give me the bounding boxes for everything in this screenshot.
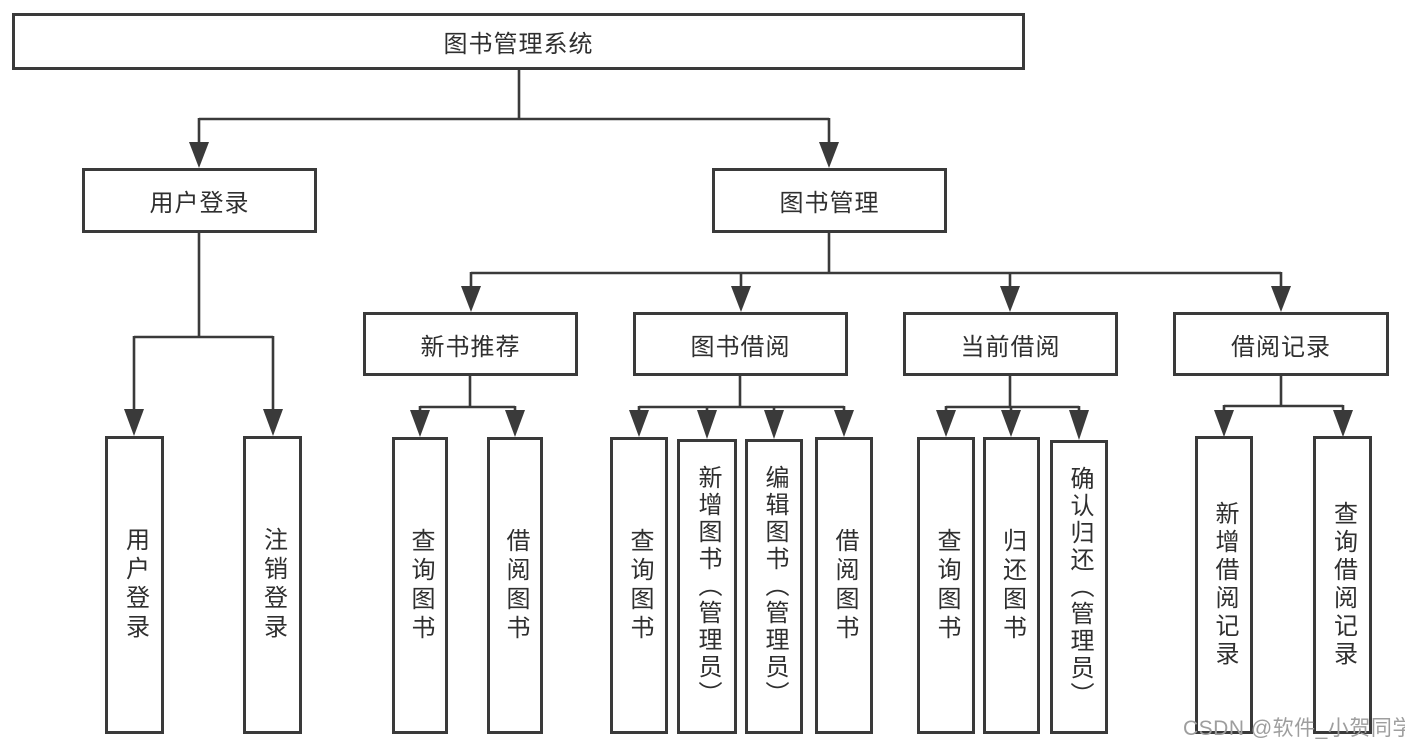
node-label: 确认归还（管理员）: [1066, 465, 1093, 709]
node-label: 借阅记录: [1231, 333, 1331, 361]
leaf-query-borrow-record: 查询借阅记录: [1313, 436, 1372, 734]
leaf-add-books-admin: 新增图书（管理员）: [677, 439, 737, 734]
leaf-query-books-borrow: 查询图书: [610, 437, 668, 734]
node-label: 查询借阅记录: [1329, 501, 1357, 669]
leaf-confirm-return-admin: 确认归还（管理员）: [1050, 440, 1108, 734]
node-label: 查询图书: [626, 527, 653, 644]
node-label: 查询图书: [933, 527, 960, 644]
node-label: 当前借阅: [960, 333, 1061, 361]
node-label: 新增图书（管理员）: [694, 465, 721, 708]
node-label: 新书推荐: [420, 333, 521, 361]
leaf-query-books-current: 查询图书: [917, 437, 975, 734]
node-new-book-recommendation: 新书推荐: [363, 312, 578, 376]
leaf-query-books-recommend: 查询图书: [392, 437, 448, 734]
node-label: 编辑图书（管理员）: [761, 465, 788, 708]
node-label: 注销登录: [259, 527, 287, 643]
node-label: 用户登录: [121, 527, 149, 643]
node-label: 查询图书: [407, 527, 434, 644]
node-label: 借阅图书: [502, 527, 529, 644]
leaf-logout: 注销登录: [243, 436, 302, 734]
node-label: 归还图书: [998, 527, 1026, 644]
leaf-borrow-books: 借阅图书: [815, 437, 873, 734]
node-label: 借阅图书: [831, 527, 858, 644]
csdn-watermark: CSDN @软件_小贺同学: [1183, 717, 1405, 740]
node-root-library-management-system: 图书管理系统: [12, 13, 1025, 70]
node-borrowing-records: 借阅记录: [1173, 312, 1389, 376]
node-book-management: 图书管理: [712, 168, 947, 233]
leaf-user-login: 用户登录: [105, 436, 164, 734]
node-book-borrowing: 图书借阅: [633, 312, 848, 376]
node-user-login: 用户登录: [82, 168, 317, 233]
leaf-edit-books-admin: 编辑图书（管理员）: [745, 439, 803, 734]
leaf-borrow-books-recommend: 借阅图书: [487, 437, 543, 734]
node-label: 用户登录: [149, 190, 250, 217]
node-label: 新增借阅记录: [1211, 501, 1238, 669]
node-label: 图书管理系统: [443, 31, 594, 58]
node-label: 图书管理: [779, 190, 880, 217]
leaf-add-borrow-record: 新增借阅记录: [1195, 436, 1253, 734]
node-current-borrowing: 当前借阅: [903, 312, 1118, 376]
node-label: 图书借阅: [690, 333, 791, 361]
leaf-return-books: 归还图书: [983, 437, 1040, 734]
